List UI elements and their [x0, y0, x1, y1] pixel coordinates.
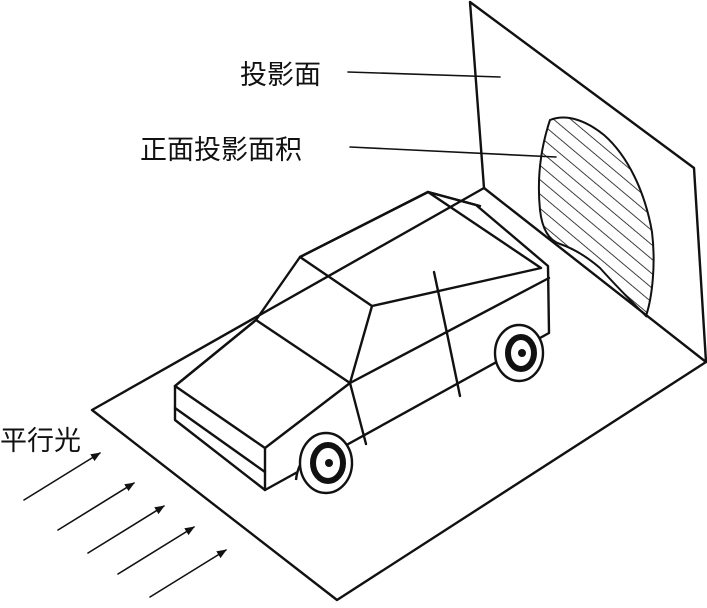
projected-area-shape [537, 116, 655, 318]
car-door-line-rear [432, 270, 462, 398]
car-rear-edge [426, 190, 482, 208]
projection-plane-label: 投影面 [240, 60, 321, 91]
light-arrow-2 [57, 482, 135, 531]
car-body-outline [173, 190, 551, 492]
car-bumper-line [173, 406, 267, 474]
light-arrow-4 [117, 526, 195, 575]
parallel-light-label: 平行光 [0, 426, 81, 457]
car [173, 190, 551, 495]
light-arrow-1 [23, 452, 101, 501]
rear-wheel [493, 323, 545, 383]
car-windshield-edge [348, 304, 374, 385]
light-arrow-3 [87, 505, 165, 554]
car-side-beltline [348, 276, 551, 385]
front-wheel [294, 431, 354, 495]
projection-plane-leader [347, 71, 501, 78]
ground-plane [90, 186, 707, 602]
parallel-light-arrows [23, 452, 227, 598]
car-roof [298, 190, 543, 308]
frontal-projected-area-label: 正面投影面积 [140, 135, 302, 166]
light-arrow-5 [149, 549, 227, 598]
projected-area-leader [349, 146, 557, 158]
car-door-line-front [348, 381, 368, 446]
car-hood-line [173, 318, 352, 388]
